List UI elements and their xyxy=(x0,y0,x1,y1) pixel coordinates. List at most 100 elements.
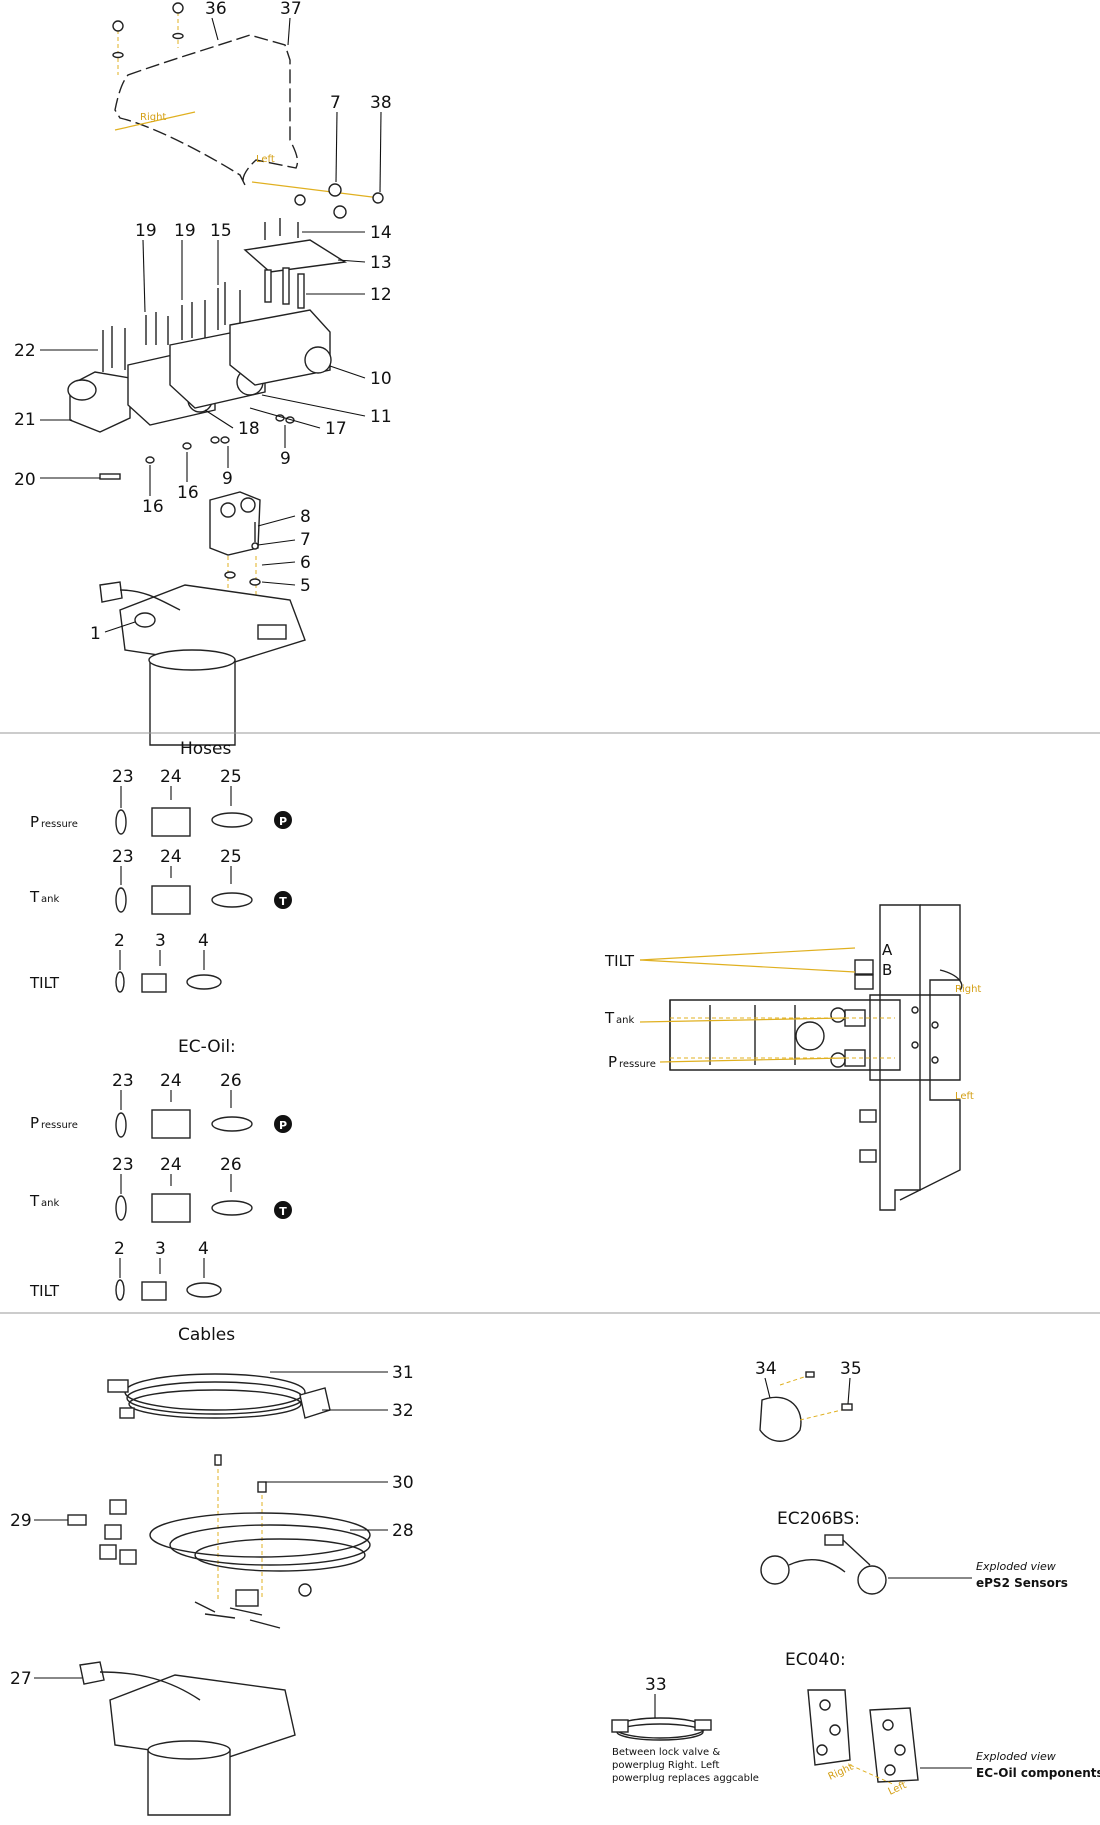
pressure-symbol-text: P xyxy=(279,815,287,828)
valve-pressure-label: P xyxy=(608,1053,617,1071)
valve-port-a: A xyxy=(882,941,893,959)
callout-12: 12 xyxy=(370,285,392,305)
valve-top-view xyxy=(639,904,963,1211)
callout-5: 5 xyxy=(300,576,311,596)
hoses-title: Hoses xyxy=(180,739,232,759)
ec040-title: EC040: xyxy=(785,1650,846,1670)
valve-right-label: Right xyxy=(955,984,981,995)
seal-ring-icon xyxy=(211,1200,253,1216)
ec040-note-italic: Exploded view xyxy=(976,1750,1056,1763)
callout-35: 35 xyxy=(840,1359,862,1379)
tank-symbol-icon xyxy=(274,891,292,909)
ec040-note-bold: EC-Oil components xyxy=(976,1766,1100,1780)
o-ring-icon xyxy=(115,887,127,913)
o-ring-icon xyxy=(115,1279,125,1301)
callout-6: 6 xyxy=(300,553,311,573)
callout-23: 23 xyxy=(112,767,134,787)
ec206bs-note-bold: ePS2 Sensors xyxy=(976,1576,1068,1590)
nipple-fitting-icon xyxy=(151,807,191,837)
callout-8: 8 xyxy=(300,507,311,527)
callout-14: 14 xyxy=(370,223,392,243)
cable-33-note-line3: powerplug replaces aggcable xyxy=(612,1773,759,1784)
callout-9-b: 9 xyxy=(222,469,233,489)
ec-oil-tank-sub: ank xyxy=(41,1198,59,1209)
callout-34: 34 xyxy=(755,1359,777,1379)
valve-tilt-label: TILT xyxy=(604,952,635,970)
callout-36: 36 xyxy=(205,0,227,19)
callout-2: 2 xyxy=(114,1239,125,1259)
screw-icon xyxy=(333,205,347,219)
callout-20: 20 xyxy=(14,470,36,490)
hoses-row-tank: 23 24 25 T ank T xyxy=(29,847,292,915)
ec-oil-row-tilt: 2 3 4 TILT xyxy=(29,1239,222,1301)
callout-7-top: 7 xyxy=(330,93,341,113)
seal-ring-icon xyxy=(211,812,253,828)
hoses-tank-label: T xyxy=(29,888,40,906)
seal-ring-icon xyxy=(186,1282,222,1298)
cables-title: Cables xyxy=(178,1325,235,1345)
callout-23: 23 xyxy=(112,1155,134,1175)
callout-1: 1 xyxy=(90,624,101,644)
callout-25: 25 xyxy=(220,847,242,867)
valve-tank-sub: ank xyxy=(616,1015,634,1026)
callout-13: 13 xyxy=(370,253,392,273)
cover-left-label: Left xyxy=(256,154,275,165)
o-ring-icon xyxy=(115,1195,127,1221)
callout-33: 33 xyxy=(645,1675,667,1695)
pressure-symbol-text: P xyxy=(279,1119,287,1132)
callout-15: 15 xyxy=(210,221,232,241)
cable-33-note-line2: powerplug Right. Left xyxy=(612,1760,719,1771)
nut-icon xyxy=(328,183,342,197)
callout-24: 24 xyxy=(160,1071,182,1091)
callout-18: 18 xyxy=(238,419,260,439)
callout-17: 17 xyxy=(325,419,347,439)
valve-stack xyxy=(67,282,332,480)
o-ring-icon xyxy=(115,971,125,993)
adapter-icon xyxy=(141,973,167,993)
washer-icon xyxy=(172,32,184,40)
callout-28: 28 xyxy=(392,1521,414,1541)
ec040-right-label: Right xyxy=(827,1762,856,1783)
callout-29: 29 xyxy=(10,1511,32,1531)
ec-oil-tilt-label: TILT xyxy=(29,1282,60,1300)
sensor-assembly-icon xyxy=(760,1534,887,1595)
callout-22: 22 xyxy=(14,341,36,361)
callout-4: 4 xyxy=(198,1239,209,1259)
nipple-fitting-icon xyxy=(151,1109,191,1139)
callout-26: 26 xyxy=(220,1071,242,1091)
hoses-row-tilt: 2 3 4 TILT xyxy=(29,931,222,993)
tank-symbol-icon xyxy=(274,1201,292,1219)
callout-21: 21 xyxy=(14,410,36,430)
callout-24: 24 xyxy=(160,767,182,787)
ec-oil-tank-label: T xyxy=(29,1192,40,1210)
callout-31: 31 xyxy=(392,1363,414,1383)
ec-oil-pressure-sub: ressure xyxy=(41,1120,78,1131)
hoses-tilt-label: TILT xyxy=(29,974,60,992)
callout-25: 25 xyxy=(220,767,242,787)
hoses-tank-sub: ank xyxy=(41,894,59,905)
hoses-row-pressure: 23 24 25 P ressure P xyxy=(30,767,292,837)
cable-base-27 xyxy=(79,1661,296,1816)
washer-icon xyxy=(112,51,124,59)
ec-oil-title: EC-Oil: xyxy=(178,1037,236,1057)
callout-3: 3 xyxy=(155,1239,166,1259)
ec206bs-note-italic: Exploded view xyxy=(976,1560,1056,1573)
bracket-assembly xyxy=(243,218,348,309)
callout-27: 27 xyxy=(10,1669,32,1689)
callout-9-a: 9 xyxy=(280,449,291,469)
tank-symbol-text: T xyxy=(279,895,287,908)
callout-7-base: 7 xyxy=(300,530,311,550)
cover-assembly: Right Left xyxy=(112,2,384,219)
callout-32: 32 xyxy=(392,1401,414,1421)
callout-30: 30 xyxy=(392,1473,414,1493)
seal-ring-icon xyxy=(186,974,222,990)
ec-oil-components-icon xyxy=(807,1689,919,1786)
callout-16-b: 16 xyxy=(177,483,199,503)
callout-38: 38 xyxy=(370,93,392,113)
screw-icon xyxy=(372,192,384,204)
screw-icon xyxy=(172,2,184,14)
ec-oil-row-pressure: 23 24 26 P ressure P xyxy=(30,1071,292,1139)
callout-23: 23 xyxy=(112,1071,134,1091)
o-ring-icon xyxy=(115,1112,127,1138)
ec-oil-row-tank: 23 24 26 T ank T xyxy=(29,1155,292,1223)
